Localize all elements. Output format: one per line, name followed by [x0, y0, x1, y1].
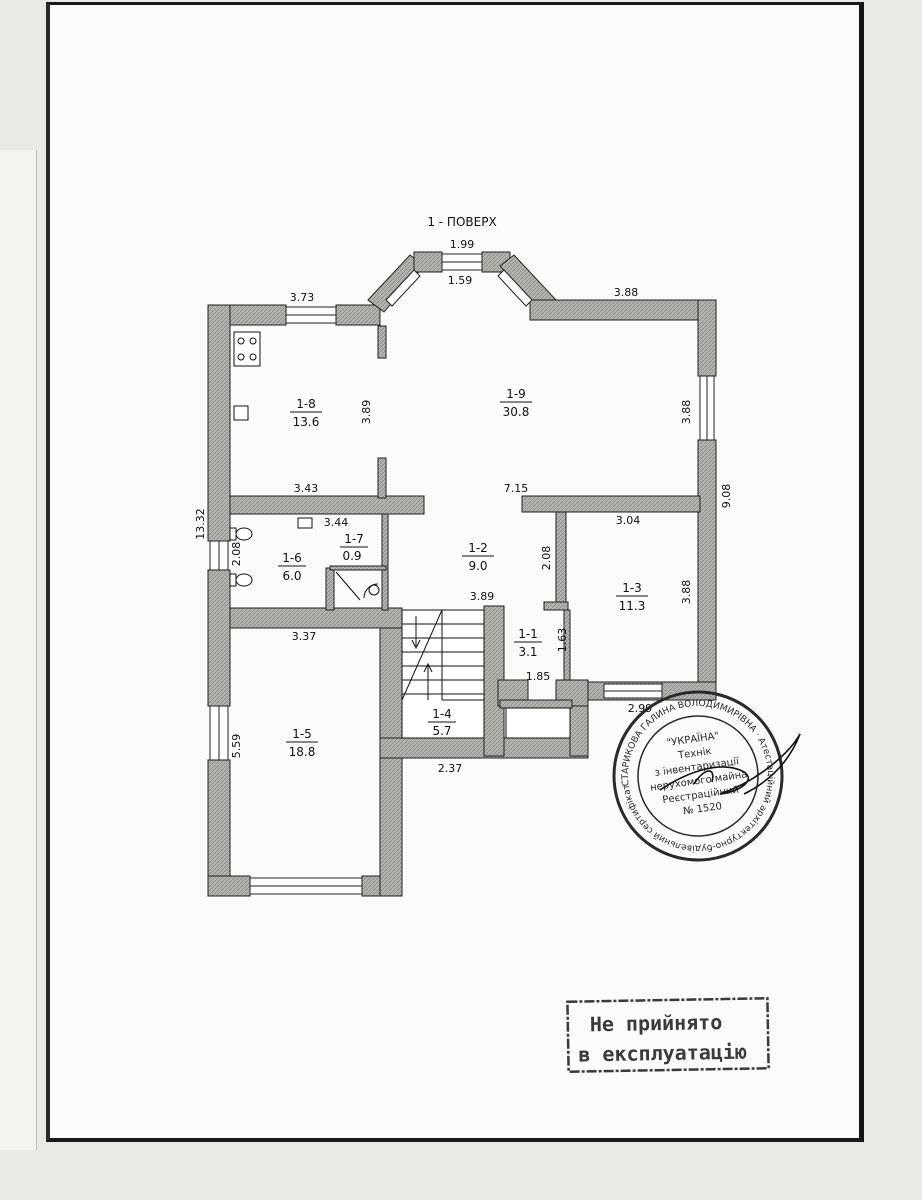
room-1-6: 1-6 6.0: [278, 551, 306, 583]
wall-room15-top: [229, 607, 403, 629]
seal-line1: Технік: [676, 745, 712, 762]
window-bay-left: [385, 269, 421, 307]
room-1-2: 1-2 9.0: [462, 541, 494, 573]
dim-overall-left: 13.32: [194, 508, 207, 540]
dim-bay-outer: 1.99: [450, 238, 475, 251]
room-area: 30.8: [503, 405, 530, 419]
room-id: 1-6: [282, 551, 302, 565]
dim-overall-right: 9.08: [720, 484, 733, 509]
inner-walls: [229, 325, 701, 681]
room-id: 1-8: [296, 397, 316, 411]
dim-room16-height: 2.08: [230, 542, 243, 567]
dim-room19-bottom: 7.15: [504, 482, 529, 495]
room-id: 1-1: [518, 627, 538, 641]
room-1-4: 1-4 5.7: [428, 707, 456, 738]
staircase: [401, 609, 571, 739]
dim-room11-bottom: 1.85: [526, 670, 551, 683]
room-area: 13.6: [293, 415, 320, 429]
dimension-labels: 1.99 1.59 3.73 3.88 3.89 3.88 9.08 13.32…: [194, 238, 733, 775]
document-sheet: [46, 2, 864, 1142]
room-id: 1-9: [506, 387, 526, 401]
toilet-icon-2: [235, 573, 253, 587]
room-area: 11.3: [619, 599, 646, 613]
not-accepted-stamp: Не прийнято в експлуатацію: [566, 996, 770, 1074]
wall-garage-bottom-left: [207, 875, 251, 897]
boiler-icon: [363, 583, 379, 599]
wall-vestibule: [499, 699, 573, 709]
wall-top-right: [529, 299, 717, 321]
room-1-8: 1-8 13.6: [290, 397, 322, 429]
wall-room13-notch: [543, 601, 569, 611]
wall-right-lower: [697, 439, 717, 691]
dim-room15-width: 3.37: [292, 630, 317, 643]
wall-room17-left: [325, 567, 335, 611]
dim-room16-width: 3.44: [324, 516, 349, 529]
floor-title: 1 - ПОВЕРХ: [427, 215, 496, 229]
room-id: 1-4: [432, 707, 452, 721]
room-1-5: 1-5 18.8: [286, 727, 318, 759]
dim-bay-inner: 1.59: [448, 274, 473, 287]
room-labels: 1-8 13.6 1-9 30.8 1-6 6.0 1-7 0.9 1-2 9.…: [278, 387, 648, 759]
dim-room15-height: 5.59: [230, 734, 243, 759]
room-id: 1-2: [468, 541, 488, 555]
dim-room19-right: 3.88: [680, 400, 693, 425]
wall-left-mid: [207, 569, 231, 707]
wall-room17-top: [329, 565, 387, 571]
fixtures: [229, 331, 380, 601]
dim-room13-height: 3.88: [680, 580, 693, 605]
wall-bay-top-left: [413, 251, 443, 273]
room-area: 3.1: [518, 645, 537, 659]
windows: [209, 253, 715, 895]
room-area: 0.9: [342, 549, 361, 563]
wall-right-upper: [697, 299, 717, 377]
room-id: 1-3: [622, 581, 642, 595]
wall-room19-bottom: [521, 495, 701, 513]
vestibule: [505, 707, 571, 739]
window-bay-right: [497, 269, 533, 307]
wall-partition-top: [377, 325, 387, 359]
dim-room18-height: 3.89: [360, 400, 373, 425]
room-1-1: 1-1 3.1: [514, 627, 542, 659]
room-area: 5.7: [432, 724, 451, 738]
wall-left-upper: [207, 304, 231, 542]
room-area: 6.0: [282, 569, 301, 583]
seal-top: "УКРАЇНА": [666, 729, 720, 749]
room-1-9: 1-9 30.8: [500, 387, 532, 419]
dim-room18-bottom: 3.43: [294, 482, 319, 495]
wall-partition-bottom: [377, 457, 387, 499]
wall-room18-bottom: [229, 495, 425, 515]
room-id: 1-5: [292, 727, 312, 741]
room-area: 18.8: [289, 745, 316, 759]
sink-icon: [233, 405, 249, 421]
stamp-line1: Не прийнято: [590, 1010, 723, 1036]
room-area: 9.0: [468, 559, 487, 573]
toilet-icon: [235, 527, 253, 541]
wall-room17-right: [381, 513, 389, 611]
room-1-7: 1-7 0.9: [340, 532, 368, 563]
wall-room11-left: [563, 609, 571, 681]
dim-stair-width: 3.89: [470, 590, 495, 603]
binding-edge: [0, 150, 37, 1150]
stamp-line2: в експлуатацію: [578, 1040, 747, 1067]
signature: [659, 733, 801, 795]
dim-room11-height: 1.63: [556, 628, 569, 653]
room-1-3: 1-3 11.3: [616, 581, 648, 613]
diagonal-line: [335, 571, 361, 601]
wall-room13-left: [555, 511, 567, 609]
stove-icon: [233, 331, 261, 367]
dim-top-left: 3.73: [290, 291, 315, 304]
wall-top-left-2: [335, 304, 381, 326]
dim-room13-width: 3.04: [616, 514, 641, 527]
seal-line5: № 1520: [683, 801, 723, 817]
dim-garage-right: 2.37: [438, 762, 463, 775]
washbasin-icon: [297, 517, 313, 529]
room-id: 1-7: [344, 532, 364, 546]
dim-hall-height: 2.08: [540, 546, 553, 571]
dim-top-right: 3.88: [614, 286, 639, 299]
